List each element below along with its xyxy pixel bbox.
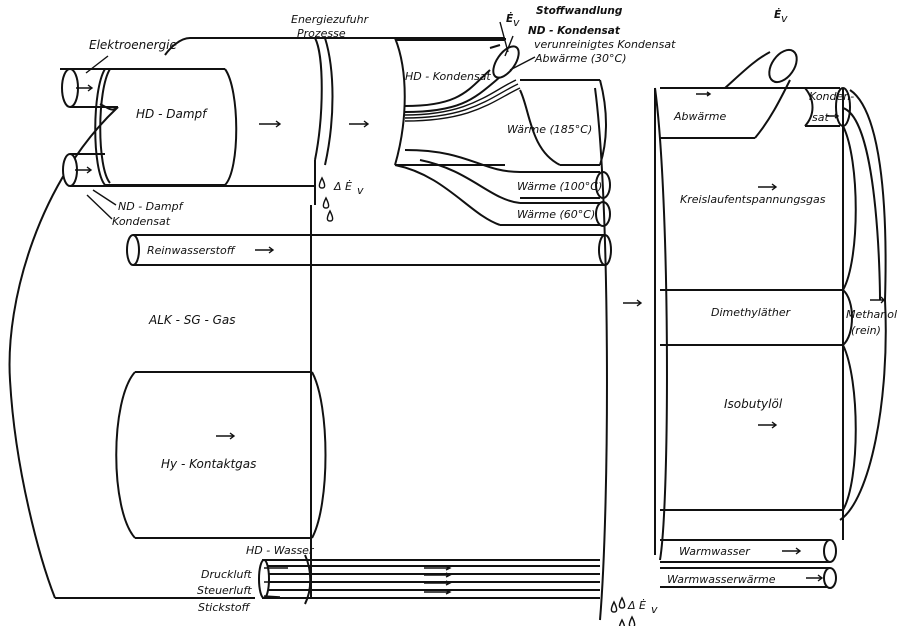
- upper-channel: [60, 38, 505, 598]
- nd-dampf-pipe: [63, 154, 315, 186]
- label-hd-kondensat: HD - Kondensat: [405, 70, 491, 83]
- label-stickstoff: Stickstoff: [198, 601, 251, 614]
- label-delta-ev-2-sub: v: [651, 603, 658, 616]
- label-waerme-185: Wärme (185°C): [507, 123, 592, 136]
- label-abwaerme: Abwärme: [673, 110, 726, 123]
- label-konden: Konden-: [809, 90, 854, 103]
- elektroenergie-pipe: [62, 69, 190, 107]
- label-steuerluft: Steuerluft: [197, 584, 252, 597]
- label-ev-top1-sub: v: [513, 16, 520, 29]
- hd-dampf-cylinder: [95, 69, 280, 185]
- label-verunreinigtes-kondensat: verunreinigtes Kondensat: [534, 38, 676, 51]
- label-kreislauf: Kreislaufentspannungsgas: [680, 193, 826, 206]
- label-rein: (rein): [851, 324, 881, 337]
- label-druckluft: Druckluft: [201, 568, 252, 581]
- label-elektroenergie: Elektroenergie: [89, 38, 177, 52]
- label-nd-kondensat: ND - Kondensat: [528, 25, 621, 37]
- label-hd-dampf: HD - Dampf: [136, 107, 208, 121]
- label-warmwasserwaerme: Warmwasserwärme: [667, 573, 776, 586]
- label-methanol: Methanol: [846, 308, 897, 321]
- label-hd-wasser: HD - Wasser: [246, 544, 315, 557]
- main-flow-body: [10, 104, 255, 598]
- label-kondensat: Kondensat: [112, 215, 171, 228]
- label-nd-dampf: ND - Dampf: [118, 200, 185, 213]
- label-reinwasserstoff: Reinwasserstoff: [147, 244, 236, 257]
- label-delta-ev-2: Δ Ė: [627, 599, 646, 612]
- label-sat: sat: [812, 111, 829, 124]
- hy-kontaktgas-cylinder: [116, 372, 325, 538]
- label-delta-ev-1-sub: v: [357, 184, 364, 197]
- label-prozesse: Prozesse: [297, 27, 346, 40]
- label-isobutyloel: Isobutylöl: [724, 397, 783, 411]
- label-abwaerme-30: Abwärme (30°C): [534, 52, 627, 65]
- label-warmwasser: Warmwasser: [679, 545, 751, 558]
- label-ev-top2-sub: v: [781, 12, 788, 25]
- label-alk-sg-gas: ALK - SG - Gas: [148, 313, 236, 327]
- label-waerme-100: Wärme (100°C): [517, 180, 602, 193]
- loss-drops: [319, 178, 634, 626]
- labels: Elektroenergie Energiezufuhr Prozesse St…: [89, 5, 897, 616]
- label-delta-ev-1: Δ Ė: [333, 180, 352, 193]
- label-waerme-60: Wärme (60°C): [517, 208, 595, 221]
- label-stoffwandlung: Stoffwandlung: [536, 5, 623, 17]
- label-energiezufuhr: Energiezufuhr: [291, 13, 370, 26]
- label-dimethylaether: Dimethyläther: [711, 306, 792, 319]
- label-hy-kontaktgas: Hy - Kontaktgas: [161, 457, 256, 471]
